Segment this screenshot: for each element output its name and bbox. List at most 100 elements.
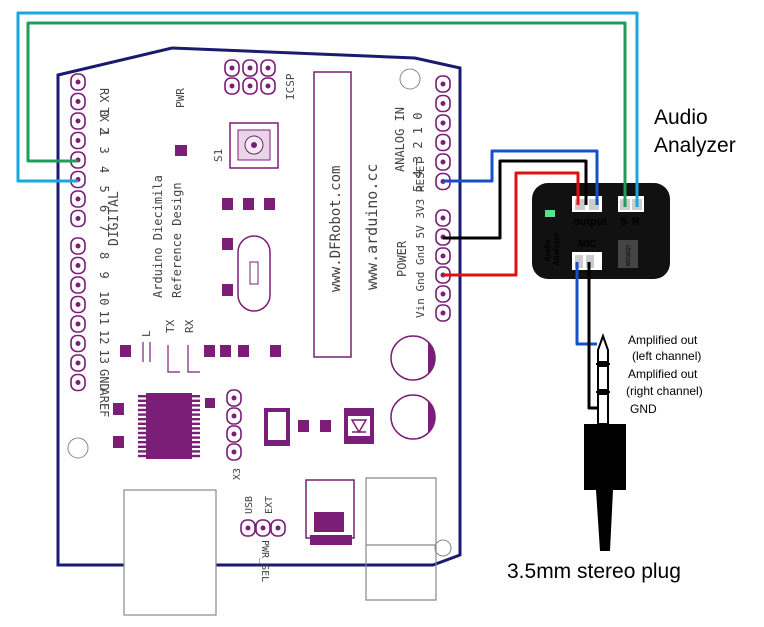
header-pin bbox=[255, 519, 271, 537]
usb-chip bbox=[138, 393, 200, 459]
tip-label-1: Amplified out bbox=[628, 333, 698, 347]
digital-pin-label: 11 bbox=[97, 311, 111, 325]
icsp-label: ICSP bbox=[284, 73, 297, 100]
digital-pin-label: TX 1 bbox=[97, 108, 111, 137]
reset-switch[interactable] bbox=[229, 122, 279, 169]
header-pin bbox=[224, 77, 240, 95]
header-pin bbox=[435, 209, 451, 227]
header-pin bbox=[260, 77, 276, 95]
header-pin bbox=[70, 334, 86, 353]
header-pin bbox=[435, 285, 451, 303]
arduino-url: www.arduino.cc bbox=[363, 164, 381, 290]
header-pin bbox=[70, 373, 86, 392]
pwr-sel-jumper bbox=[240, 519, 286, 537]
pwr-label: PWR bbox=[174, 88, 187, 108]
ring-label-2: (right channel) bbox=[626, 384, 703, 398]
stereo-plug: Amplified out (left channel) Amplified o… bbox=[507, 333, 703, 583]
power-selector-switch[interactable] bbox=[305, 479, 355, 545]
plug-body bbox=[584, 424, 626, 490]
sleeve-label: GND bbox=[630, 402, 657, 416]
module-side-label-2: Analyzer bbox=[552, 233, 561, 266]
smd-parts bbox=[113, 198, 331, 448]
atmega-chip bbox=[313, 71, 352, 358]
wire-red bbox=[443, 171, 580, 277]
header-pin bbox=[70, 354, 86, 372]
digital-pin-label: AREF bbox=[97, 389, 111, 418]
header-pin bbox=[70, 237, 86, 255]
s1-label: S1 bbox=[212, 149, 225, 162]
wire-mic-black bbox=[587, 262, 598, 410]
digital-header bbox=[70, 73, 86, 392]
led-outlines bbox=[142, 342, 200, 373]
header-pin bbox=[70, 295, 86, 314]
header-pin bbox=[435, 304, 451, 322]
module-chip bbox=[618, 240, 638, 268]
header-pin bbox=[70, 209, 86, 228]
plug-caption: 3.5mm stereo plug bbox=[507, 560, 681, 583]
header-pin bbox=[240, 519, 256, 537]
digital-pin-label: 13 bbox=[97, 350, 111, 364]
plug-cable bbox=[596, 490, 613, 551]
plug-ring bbox=[597, 365, 609, 391]
led-rx-label: RX bbox=[183, 319, 196, 333]
capacitor bbox=[390, 394, 436, 440]
digital-pin-label: 5 bbox=[97, 186, 111, 193]
x3-label: X3 bbox=[232, 468, 243, 480]
pwr-sel-label: PWR_SEL bbox=[259, 540, 270, 582]
plug-tip bbox=[597, 333, 609, 363]
header-pin bbox=[435, 153, 451, 171]
header-pin bbox=[435, 114, 451, 132]
digital-pin-label: 10 bbox=[97, 291, 111, 305]
header-pin bbox=[70, 131, 86, 150]
digital-pin-label: 7 bbox=[97, 225, 111, 232]
wires bbox=[16, 11, 639, 410]
header-pin bbox=[270, 519, 286, 537]
module-title-line-1: Audio bbox=[654, 106, 708, 129]
digital-pin-label: 12 bbox=[97, 330, 111, 344]
ring-label-1: Amplified out bbox=[628, 367, 698, 381]
module-side-label-1: Audio bbox=[543, 239, 552, 262]
dfrobot-url: www.DFRobot.com bbox=[328, 166, 344, 292]
header-pin bbox=[435, 133, 451, 152]
tip-label-2: (left channel) bbox=[632, 349, 701, 363]
module-title-line-2: Analyzer bbox=[654, 134, 736, 157]
module-mic-label: MIC bbox=[578, 239, 596, 250]
header-pin bbox=[435, 94, 451, 113]
power-jack bbox=[365, 477, 437, 601]
crystal bbox=[237, 235, 271, 312]
digital-label: DIGITAL bbox=[107, 191, 122, 246]
module-led bbox=[545, 210, 555, 217]
header-pin bbox=[226, 389, 242, 407]
wire-green bbox=[26, 21, 627, 207]
header-pin bbox=[70, 276, 86, 294]
digital-pin-label: 3 bbox=[97, 147, 111, 154]
analog-header bbox=[435, 75, 451, 191]
header-pin bbox=[435, 75, 451, 93]
audio-analyzer-module: output S R MIC Audio Analyzer MSGEQ7 Aud… bbox=[532, 106, 736, 279]
header-pin bbox=[226, 425, 242, 443]
digital-pin-label: 6 bbox=[97, 205, 111, 212]
wire-blue bbox=[443, 149, 599, 205]
power-pin-labels: Vin Gnd Gnd 5V 3V3 RESET bbox=[414, 159, 427, 318]
led-tx-label: TX bbox=[164, 319, 177, 333]
analog-pin-labels: 5 4 3 2 1 0 bbox=[411, 113, 425, 192]
led-l-label: L bbox=[140, 330, 153, 337]
wire-black bbox=[443, 159, 588, 240]
capacitor bbox=[390, 335, 436, 381]
mounting-hole bbox=[399, 68, 421, 90]
mounting-hole bbox=[67, 437, 89, 459]
header-pin bbox=[226, 443, 242, 461]
header-pin bbox=[70, 256, 86, 275]
module-chip-label: MSGEQ7 bbox=[626, 244, 632, 266]
pwr-led bbox=[175, 145, 187, 156]
digital-pin-label: 4 bbox=[97, 166, 111, 173]
header-pin bbox=[70, 315, 86, 333]
model-line-1: Arduino Diecimila bbox=[151, 175, 165, 298]
header-pin bbox=[260, 59, 276, 77]
usb-jack bbox=[123, 489, 217, 616]
power-label: POWER bbox=[395, 240, 409, 277]
digital-pin-label: 2 bbox=[97, 127, 111, 134]
